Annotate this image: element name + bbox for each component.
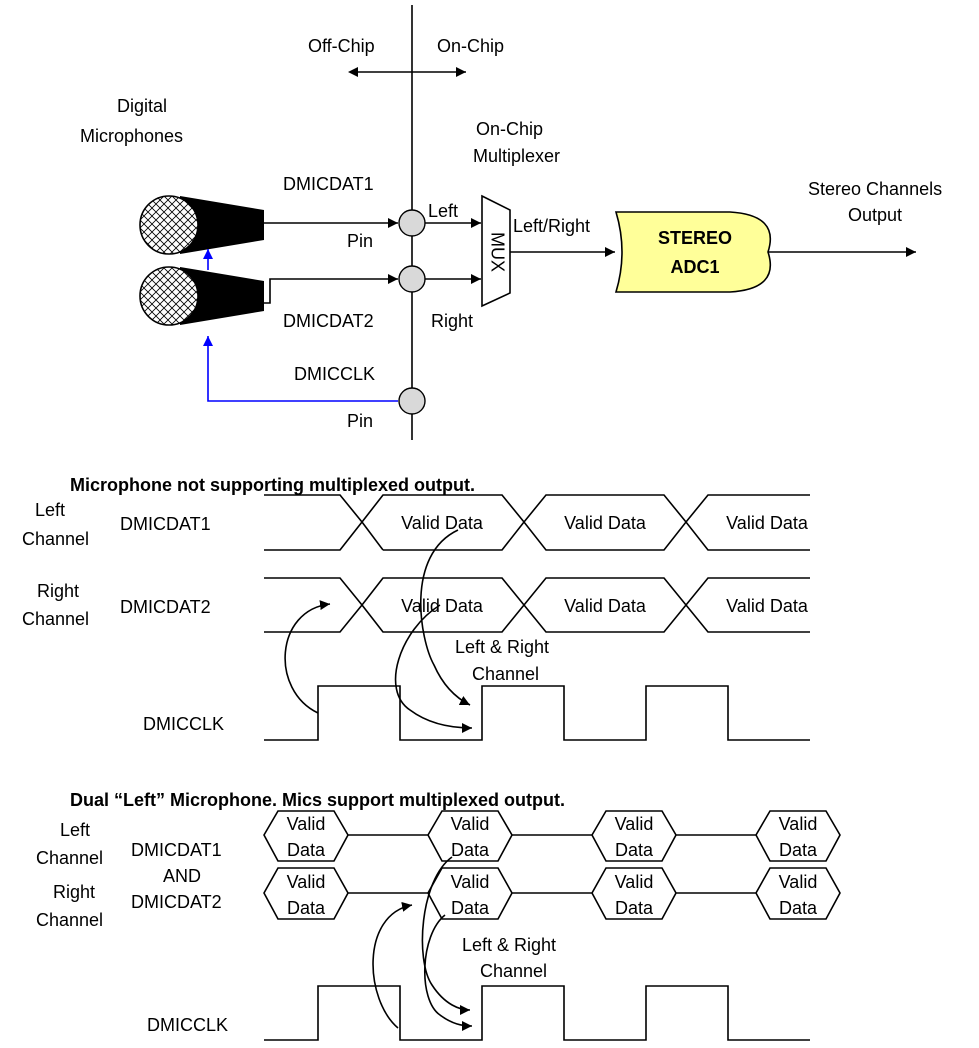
t2-lo-valid-4a: Valid <box>779 872 818 892</box>
digital-mics-label-1: Digital <box>117 96 167 116</box>
t1-dmicclk-label: DMICCLK <box>143 714 224 734</box>
t1-lr-note-1: Left & Right <box>455 637 549 657</box>
t1-dat1-valid-1: Valid Data <box>401 513 484 533</box>
on-chip-label: On-Chip <box>437 36 504 56</box>
t2-lo-valid-1b: Data <box>287 898 326 918</box>
mux-block <box>481 194 511 308</box>
t1-right-to-clk-arrow <box>394 604 473 733</box>
t2-clk-to-data-arrow <box>372 901 413 1029</box>
adc-label-1: STEREO <box>658 228 732 248</box>
t1-dat1-valid-3: Valid Data <box>726 513 809 533</box>
microphone-2-icon <box>139 266 199 326</box>
dmicclk-label: DMICCLK <box>294 364 375 384</box>
dmicclk-wire <box>203 336 398 402</box>
pin-label-2: Pin <box>347 411 373 431</box>
t1-dmicclk-wave <box>264 685 810 741</box>
adc-label-2: ADC1 <box>670 257 719 277</box>
t2-lower-bus <box>263 867 841 920</box>
stereo-adc-block <box>614 211 772 293</box>
timing-diagram-1: Microphone not supporting multiplexed ou… <box>22 475 810 741</box>
t1-dat1-valid-2: Valid Data <box>564 513 647 533</box>
dmicdat2-label: DMICDAT2 <box>283 311 374 331</box>
t2-lo-valid-2b: Data <box>451 898 490 918</box>
t2-lower-to-clk-arrow <box>424 914 473 1031</box>
t2-dmicclk-wave <box>264 985 810 1041</box>
t2-up-valid-1a: Valid <box>287 814 326 834</box>
t2-up-valid-2a: Valid <box>451 814 490 834</box>
mux-title-1: On-Chip <box>476 119 543 139</box>
block-diagram: Off-Chip On-Chip Digital Microphones On-… <box>80 5 942 440</box>
microphone-1-icon <box>139 195 199 255</box>
t2-left-channel-2: Channel <box>36 848 103 868</box>
digital-mics-label-2: Microphones <box>80 126 183 146</box>
pin-dmicclk <box>398 387 426 415</box>
t1-dmicdat2-bus <box>264 577 810 633</box>
t1-dmicdat1-bus <box>264 494 810 551</box>
t2-upper-bus <box>263 810 841 862</box>
t2-lo-valid-1a: Valid <box>287 872 326 892</box>
t1-dat2-valid-2: Valid Data <box>564 596 647 616</box>
t2-sig-label-3: DMICDAT2 <box>131 892 222 912</box>
t2-up-valid-4b: Data <box>779 840 818 860</box>
off-chip-label: Off-Chip <box>308 36 375 56</box>
t1-left-to-clk-arrow <box>420 529 471 706</box>
t1-right-channel-1: Right <box>37 581 79 601</box>
timing2-title: Dual “Left” Microphone. Mics support mul… <box>70 790 565 810</box>
left-right-label: Left/Right <box>513 216 590 236</box>
t2-lo-valid-2a: Valid <box>451 872 490 892</box>
pin-dmicdat2 <box>398 265 426 293</box>
t1-lr-note-2: Channel <box>472 664 539 684</box>
t1-right-channel-2: Channel <box>22 609 89 629</box>
t2-up-valid-3b: Data <box>615 840 654 860</box>
t2-lo-valid-3a: Valid <box>615 872 654 892</box>
timing-diagram-2: Dual “Left” Microphone. Mics support mul… <box>36 790 841 1041</box>
pin-dmicdat1 <box>398 209 426 237</box>
t1-left-channel-2: Channel <box>22 529 89 549</box>
dmicdat1-label: DMICDAT1 <box>283 174 374 194</box>
t2-lr-note-1: Left & Right <box>462 935 556 955</box>
t2-lr-note-2: Channel <box>480 961 547 981</box>
t2-up-valid-1b: Data <box>287 840 326 860</box>
pin-label-1: Pin <box>347 231 373 251</box>
mux-label: MUX <box>487 232 507 272</box>
microphone-1 <box>139 195 264 255</box>
t2-lo-valid-4b: Data <box>779 898 818 918</box>
t2-upper-to-clk-arrow <box>421 856 471 1015</box>
t2-right-channel-1: Right <box>53 882 95 902</box>
t2-dmicclk-label: DMICCLK <box>147 1015 228 1035</box>
t2-right-channel-2: Channel <box>36 910 103 930</box>
dmicdat2-wire <box>264 274 398 304</box>
t1-dmicdat2-label: DMICDAT2 <box>120 597 211 617</box>
t1-dmicdat1-label: DMICDAT1 <box>120 514 211 534</box>
t1-left-channel-1: Left <box>35 500 65 520</box>
t2-up-valid-4a: Valid <box>779 814 818 834</box>
output-label-2: Output <box>848 205 902 225</box>
t2-sig-label-2: AND <box>163 866 201 886</box>
left-label: Left <box>428 201 458 221</box>
t1-dat2-valid-1: Valid Data <box>401 596 484 616</box>
output-label-1: Stereo Channels <box>808 179 942 199</box>
timing1-title: Microphone not supporting multiplexed ou… <box>70 475 475 495</box>
mux-title-2: Multiplexer <box>473 146 560 166</box>
t2-lo-valid-3b: Data <box>615 898 654 918</box>
t1-clk-to-right-arrow <box>284 600 331 714</box>
t2-sig-label-1: DMICDAT1 <box>131 840 222 860</box>
right-label: Right <box>431 311 473 331</box>
t2-up-valid-3a: Valid <box>615 814 654 834</box>
microphone-2 <box>139 266 264 326</box>
t1-dat2-valid-3: Valid Data <box>726 596 809 616</box>
t2-left-channel-1: Left <box>60 820 90 840</box>
t2-up-valid-2b: Data <box>451 840 490 860</box>
